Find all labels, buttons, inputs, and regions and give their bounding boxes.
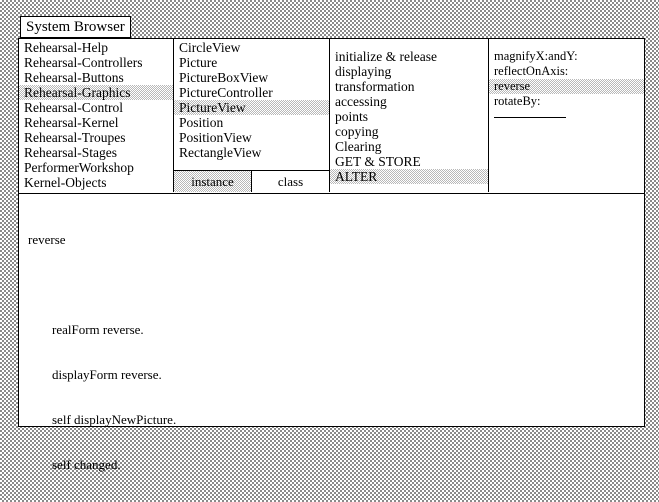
category-list: Rehearsal-Help Rehearsal-Controllers Reh… [19, 39, 173, 190]
method-item[interactable]: magnifyX:andY: [494, 49, 578, 63]
category-item[interactable]: Rehearsal-Buttons [24, 70, 124, 85]
category-pane[interactable]: Rehearsal-Help Rehearsal-Controllers Reh… [19, 39, 174, 192]
system-browser-window: Rehearsal-Help Rehearsal-Controllers Reh… [18, 38, 645, 472]
category-item[interactable]: Rehearsal-Troupes [24, 130, 126, 145]
method-item[interactable]: reflectOnAxis: [494, 64, 569, 78]
method-item[interactable]: rotateBy: [494, 94, 541, 108]
class-pane[interactable]: CircleView Picture PictureBoxView Pictur… [174, 39, 330, 192]
class-item[interactable]: PictureController [179, 85, 273, 100]
protocol-pane[interactable]: initialize & release displaying transfor… [330, 39, 489, 192]
code-line: realForm reverse. [52, 322, 144, 337]
class-list: CircleView Picture PictureBoxView Pictur… [174, 39, 329, 160]
category-item-selected[interactable]: Rehearsal-Graphics [19, 85, 173, 100]
code-line: displayForm reverse. [52, 367, 162, 382]
category-item[interactable]: Rehearsal-Stages [24, 145, 117, 160]
class-item[interactable]: CircleView [179, 40, 241, 55]
code-pane[interactable]: reverse realForm reverse. displayForm re… [19, 193, 644, 472]
class-item[interactable]: PictureBoxView [179, 70, 269, 85]
category-item[interactable]: Rehearsal-Controllers [24, 55, 143, 70]
protocol-item[interactable]: GET & STORE [335, 154, 421, 169]
code-line: self changed. [52, 457, 121, 472]
class-item-selected[interactable]: PictureView [174, 100, 329, 115]
protocol-list: initialize & release displaying transfor… [330, 39, 488, 184]
instance-class-toggle: instance class [174, 170, 329, 192]
method-list: magnifyX:andY: reflectOnAxis: reverse ro… [489, 39, 644, 124]
class-switch-button[interactable]: class [277, 174, 304, 189]
category-item[interactable]: Rehearsal-Kernel [24, 115, 119, 130]
list-end-rule [494, 116, 566, 118]
category-item[interactable]: Rehearsal-Control [24, 100, 123, 115]
code-line: self displayNewPicture. [52, 412, 177, 427]
method-pane[interactable]: magnifyX:andY: reflectOnAxis: reverse ro… [489, 39, 644, 192]
protocol-item[interactable]: copying [335, 124, 379, 139]
category-item[interactable]: Rehearsal-Help [24, 40, 108, 55]
method-signature: reverse [28, 232, 66, 247]
class-item[interactable]: Picture [179, 55, 218, 70]
class-item[interactable]: RectangleView [179, 145, 262, 160]
category-item[interactable]: PerformerWorkshop [24, 160, 134, 175]
category-item[interactable]: Kernel-Objects [24, 175, 107, 190]
class-item[interactable]: PositionView [179, 130, 252, 145]
window-title: System Browser [26, 19, 125, 35]
instance-switch-button[interactable]: instance [174, 171, 252, 192]
blank-line [28, 277, 644, 292]
protocol-item[interactable]: accessing [335, 94, 387, 109]
protocol-item[interactable]: Clearing [335, 139, 382, 154]
protocol-item-selected[interactable]: ALTER [330, 169, 488, 184]
class-item[interactable]: Position [179, 115, 224, 130]
protocol-item[interactable]: points [335, 109, 369, 124]
method-item-selected[interactable]: reverse [489, 79, 644, 94]
protocol-item[interactable]: displaying [335, 64, 392, 79]
list-end-marker [489, 109, 644, 124]
window-title-tab[interactable]: System Browser [20, 16, 131, 38]
protocol-item[interactable]: initialize & release [335, 49, 437, 64]
protocol-item[interactable]: transformation [335, 79, 415, 94]
